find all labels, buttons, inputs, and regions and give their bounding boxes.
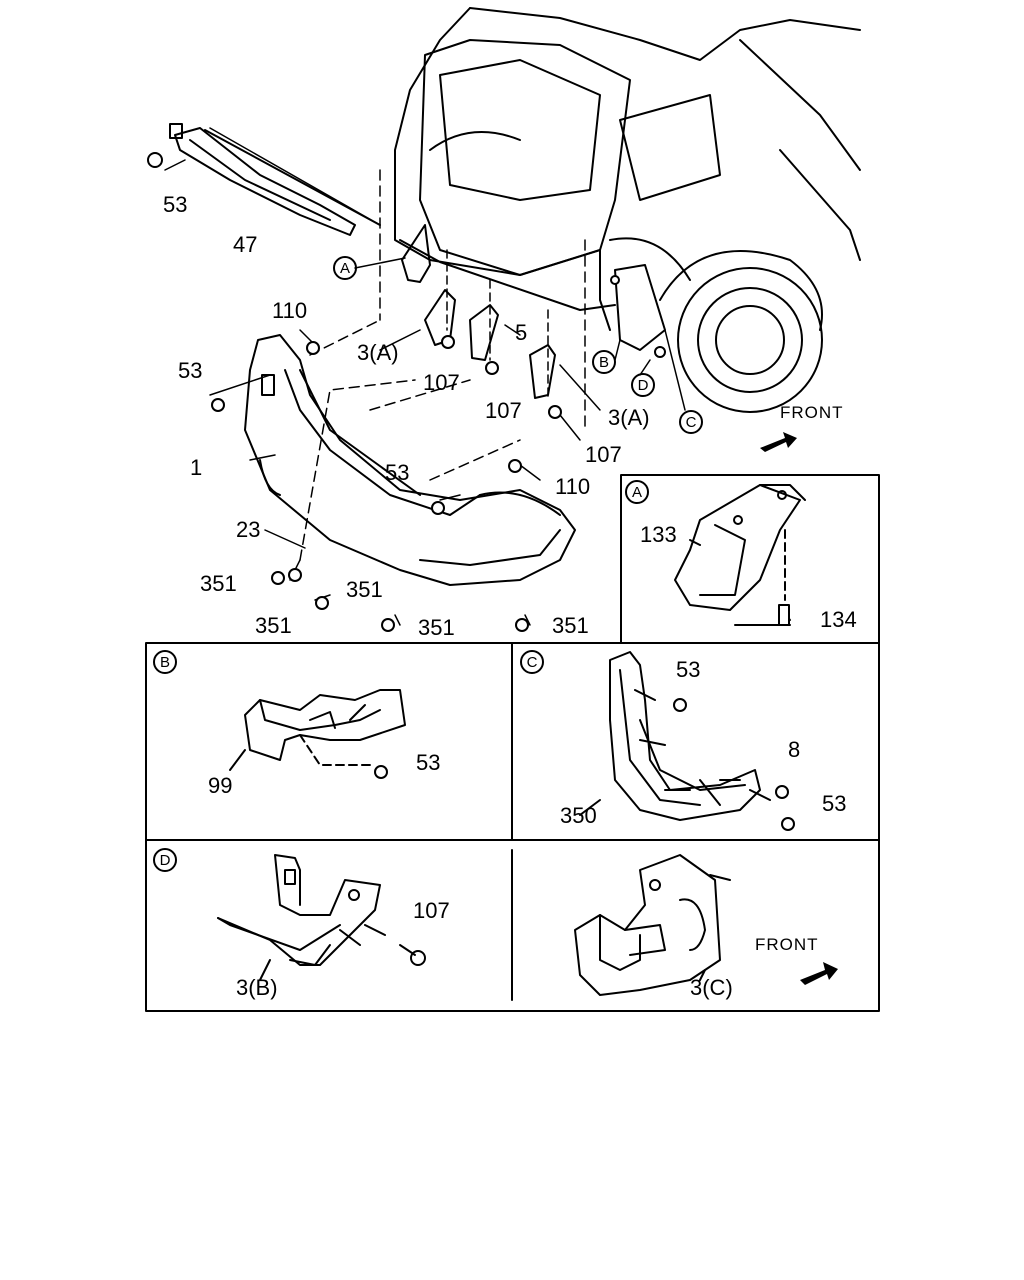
detail-d-bracket-3b (217, 854, 426, 981)
label-1: 1 (190, 455, 202, 480)
tag-d: D (638, 377, 649, 394)
label-53-top: 53 (163, 192, 187, 217)
label-8: 8 (788, 737, 800, 762)
label-3a-left: 3(A) (357, 340, 399, 365)
label-107-right: 107 (585, 442, 622, 467)
detail-b-tag: B (160, 654, 170, 671)
label-110-right: 110 (555, 474, 590, 499)
label-107-left: 107 (423, 370, 460, 395)
fasteners (147, 152, 666, 632)
front-labels: FRONT FRONT (755, 403, 844, 954)
label-134: 134 (820, 607, 857, 632)
detail-d-tag: D (160, 852, 171, 869)
label-351-c: 351 (255, 613, 292, 638)
detail-panels (145, 474, 880, 1012)
label-53-left: 53 (178, 358, 202, 383)
vehicle-body (394, 7, 861, 413)
label-53-detail-c-bottom: 53 (822, 791, 846, 816)
label-53-detail-b: 53 (416, 750, 440, 775)
side-brackets (401, 224, 556, 399)
label-107-detail-d: 107 (413, 898, 450, 923)
label-3b: 3(B) (236, 975, 278, 1000)
label-53-center: 53 (385, 460, 409, 485)
label-47: 47 (233, 232, 257, 257)
label-23: 23 (236, 517, 260, 542)
bumper-cover (244, 334, 576, 586)
label-53-detail-c-top: 53 (676, 657, 700, 682)
detail-a-bracket (674, 484, 806, 626)
tag-b: B (599, 354, 609, 371)
front-label-detail: FRONT (755, 935, 819, 954)
detail-a-tag: A (632, 484, 642, 501)
label-3a-right: 3(A) (608, 405, 650, 430)
label-351-b: 351 (346, 577, 383, 602)
detail-d-bracket-3c (574, 854, 731, 996)
circle-tag-letters: A B D C A B C D (160, 260, 697, 869)
label-5: 5 (515, 320, 527, 345)
detail-c-tag: C (527, 654, 538, 671)
label-351-d: 351 (418, 615, 455, 640)
part-number-labels: 53 47 110 53 3(A) 5 107 107 3(A) 107 1 5… (163, 192, 857, 1000)
circle-tags (153, 256, 703, 872)
label-350: 350 (560, 803, 597, 828)
front-label-main: FRONT (780, 403, 844, 422)
detail-c-bracket (579, 651, 795, 831)
label-133: 133 (640, 522, 677, 547)
front-arrows (760, 432, 838, 985)
label-99: 99 (208, 773, 232, 798)
label-107-mid: 107 (485, 398, 522, 423)
bumper-reinforcement-bar (169, 123, 381, 236)
label-351-a: 351 (200, 571, 237, 596)
tag-c: C (686, 414, 697, 431)
label-110-left: 110 (272, 298, 307, 323)
label-351-e: 351 (552, 613, 589, 638)
tag-a: A (340, 260, 350, 277)
label-3c: 3(C) (690, 975, 733, 1000)
detail-b-bracket (229, 689, 406, 779)
